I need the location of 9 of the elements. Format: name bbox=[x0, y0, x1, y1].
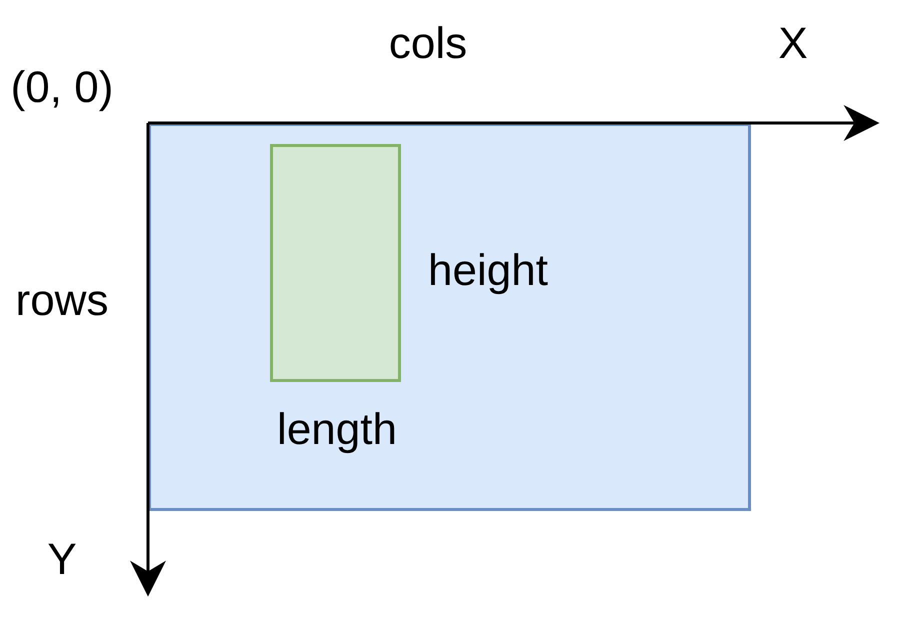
dimension-label: cols bbox=[388, 19, 468, 69]
axis-label: X bbox=[778, 19, 808, 69]
origin-label: (0, 0) bbox=[10, 63, 114, 113]
region-rectangle bbox=[270, 144, 401, 382]
dimension-label: rows bbox=[16, 276, 108, 326]
dimension-label: length bbox=[277, 405, 397, 455]
image-rectangle bbox=[148, 123, 751, 511]
axis-label: Y bbox=[47, 535, 77, 585]
dimension-label: height bbox=[428, 246, 548, 296]
